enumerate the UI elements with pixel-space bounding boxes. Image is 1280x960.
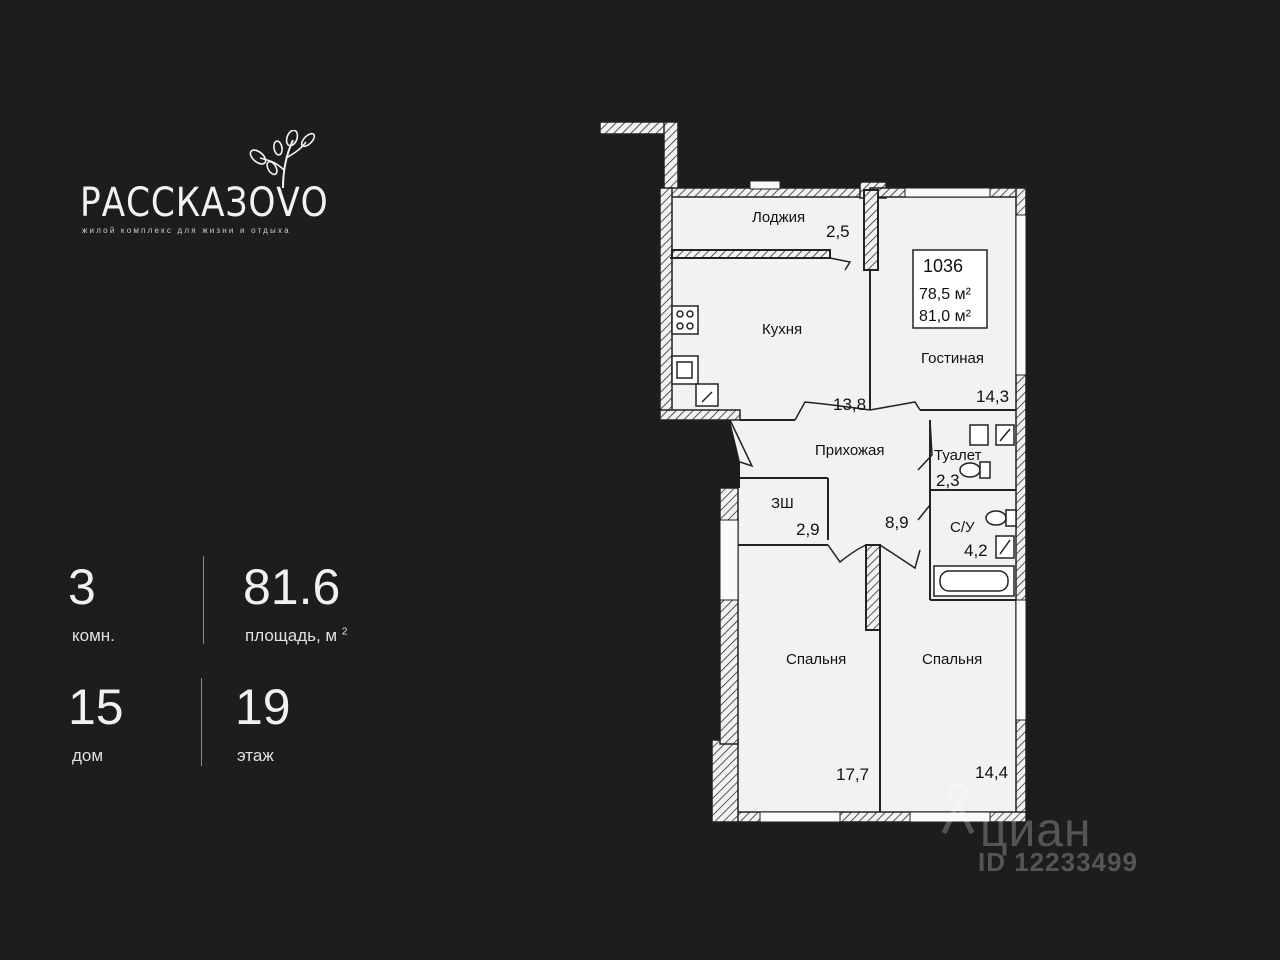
floor-label: этаж <box>237 746 274 765</box>
logo-tagline: жилой комплекс для жизни и отдыха <box>82 226 291 235</box>
kitchen-area: 13,8 <box>833 395 866 414</box>
bedroom-1-name: Спальня <box>786 651 846 668</box>
toilet-area: 2,3 <box>936 471 960 490</box>
watermark-id: ID 12233499 <box>978 847 1138 877</box>
rooms-label: комн. <box>72 626 115 645</box>
stats-divider <box>203 556 204 644</box>
area-stat: 81.6 площадь, м 2 <box>243 562 347 646</box>
parapet <box>599 121 679 193</box>
hall-name: Прихожая <box>815 442 885 459</box>
stats-divider <box>201 678 202 766</box>
logo-name: РАССКАЗОVО <box>80 180 329 226</box>
rooms-stat: 3 комн. <box>68 562 115 646</box>
cian-logo-icon <box>941 783 975 835</box>
floor-value: 19 <box>235 679 291 735</box>
living-name: Гостиная <box>921 350 984 367</box>
apartment-box: 1036 78,5 м² 81,0 м² <box>912 249 988 329</box>
tree-icon <box>249 130 316 189</box>
sink-icon <box>671 355 699 385</box>
bathroom-area: 4,2 <box>964 541 988 560</box>
watermark-name: циан <box>980 804 1092 857</box>
plan-area <box>670 188 1026 822</box>
closet-area: 2,9 <box>796 520 820 539</box>
area-label-text: площадь, м <box>245 626 338 645</box>
bathtub-icon <box>933 565 1015 597</box>
hall-area: 8,9 <box>885 513 909 532</box>
loggia-area: 2,5 <box>826 222 850 241</box>
area-value: 81.6 <box>243 559 341 615</box>
kitchen-name: Кухня <box>762 321 802 338</box>
windows <box>719 180 1027 823</box>
house-label: дом <box>72 746 104 765</box>
house-stat: 15 дом <box>68 682 124 766</box>
stove-icon <box>671 305 699 335</box>
apartment-area-1: 78,5 м² <box>919 286 972 303</box>
living-area: 14,3 <box>976 387 1009 406</box>
interior-walls <box>670 189 1016 812</box>
bedroom-2-name: Спальня <box>922 651 982 668</box>
toilet-icon <box>959 461 1017 527</box>
room-labels: Лоджия 2,5 Кухня 13,8 Гостиная 14,3 Прих… <box>752 209 1009 784</box>
logo: РАССКАЗОVО жилой комплекс для жизни и от… <box>78 130 338 240</box>
doors <box>729 257 933 570</box>
house-value: 15 <box>68 679 124 735</box>
bedroom-1-area: 17,7 <box>836 765 869 784</box>
loggia-name: Лоджия <box>752 209 805 226</box>
rooms-value: 3 <box>68 559 96 615</box>
toilet-name: Туалет <box>934 447 982 464</box>
bathroom-name: С/У <box>950 519 975 536</box>
area-unit-sup: 2 <box>341 626 348 638</box>
floor-stat: 19 этаж <box>235 682 291 766</box>
closet-name: ЗШ <box>771 495 794 512</box>
cabinet-icon <box>695 383 1015 446</box>
bedroom-2-area: 14,4 <box>975 763 1008 782</box>
apartment-area-2: 81,0 м² <box>919 308 972 325</box>
sink-bath-icon <box>995 535 1015 559</box>
area-label: площадь, м 2 <box>245 626 347 646</box>
apartment-number: 1036 <box>923 256 963 276</box>
